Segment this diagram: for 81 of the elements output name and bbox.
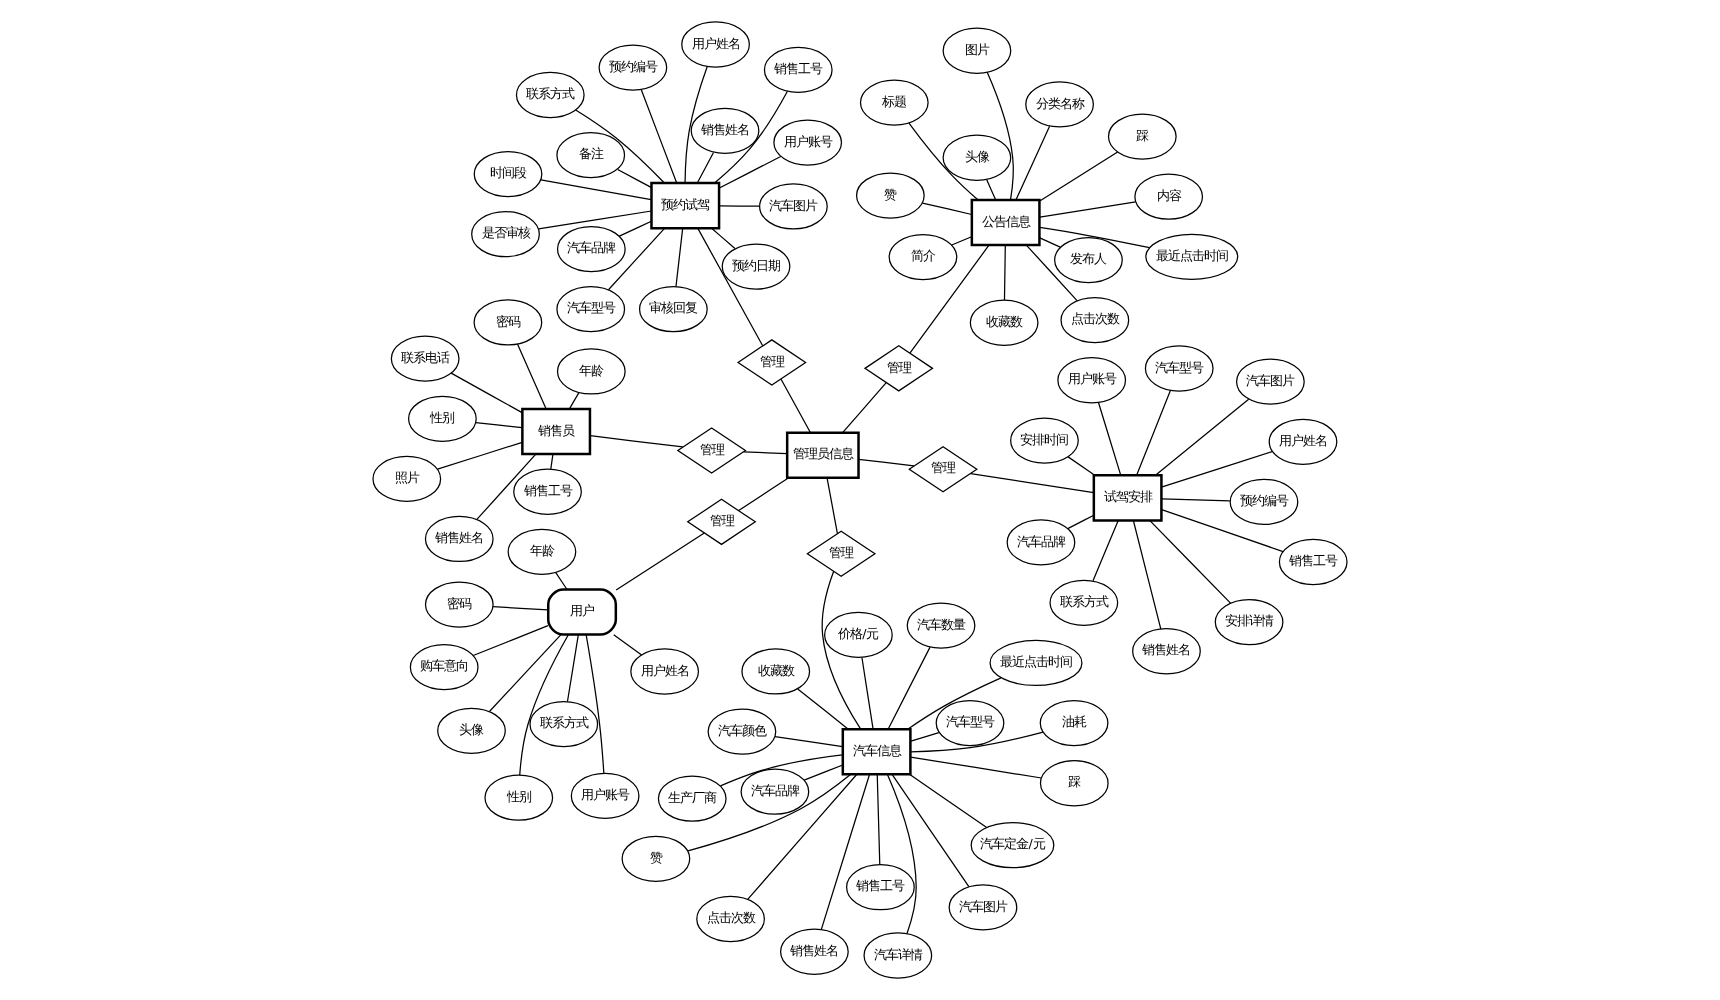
connector: [970, 472, 1095, 494]
connector: [1160, 451, 1273, 488]
connector: [516, 343, 547, 410]
connector: [697, 227, 764, 347]
connector: [826, 477, 839, 535]
connector: [986, 178, 997, 201]
connector: [1039, 237, 1061, 248]
connector: [519, 634, 569, 776]
connector: [568, 392, 580, 410]
connector: [687, 773, 852, 852]
connector: [876, 774, 881, 866]
connector: [891, 773, 970, 888]
connector: [1015, 125, 1051, 201]
connector: [910, 732, 940, 742]
connector: [907, 677, 1002, 730]
connector: [747, 773, 858, 901]
connector: [797, 688, 849, 730]
connector: [718, 205, 761, 207]
connector: [1039, 151, 1119, 202]
connector: [537, 210, 653, 230]
connector: [886, 773, 917, 935]
connector: [1161, 509, 1284, 553]
connector: [1067, 514, 1094, 530]
connector: [951, 236, 973, 246]
connector: [1154, 398, 1250, 476]
connector: [613, 634, 643, 656]
connector: [476, 453, 537, 521]
connector: [711, 227, 736, 250]
connector: [566, 634, 579, 703]
connector: [472, 625, 549, 657]
connector: [921, 202, 973, 216]
connector: [1039, 226, 1151, 249]
connector: [719, 754, 843, 787]
connector: [450, 372, 523, 414]
connector: [774, 735, 844, 748]
connector: [909, 244, 990, 354]
connector: [1097, 401, 1122, 476]
connector: [908, 773, 988, 829]
connector: [475, 421, 523, 429]
connector: [857, 458, 915, 467]
connector: [1132, 519, 1162, 630]
connector: [1025, 244, 1078, 302]
connector: [540, 179, 652, 201]
connector: [696, 151, 715, 184]
connector: [738, 477, 789, 512]
connector: [555, 572, 568, 590]
connector: [436, 441, 523, 470]
connector: [684, 65, 708, 184]
connector: [618, 220, 652, 237]
connector: [492, 606, 549, 611]
connector: [908, 122, 979, 201]
connector: [488, 634, 562, 713]
connector: [909, 731, 1044, 753]
connector: [550, 453, 554, 470]
connector: [780, 378, 811, 434]
connector: [713, 90, 789, 184]
connector: [640, 88, 678, 184]
connector: [909, 756, 1043, 779]
connector: [1003, 244, 1006, 301]
connector: [861, 656, 874, 730]
connector: [575, 109, 666, 184]
connector: [842, 382, 887, 433]
connector: [820, 773, 871, 931]
connector: [615, 532, 705, 591]
connector: [803, 764, 844, 781]
connector: [986, 71, 1014, 201]
connector: [1067, 456, 1096, 476]
connector: [1092, 520, 1119, 582]
connector: [1161, 498, 1231, 502]
connector: [821, 570, 862, 730]
connector: [607, 227, 665, 291]
connector: [743, 451, 788, 455]
connector: [887, 646, 931, 730]
connector: [617, 168, 652, 189]
connector: [585, 634, 605, 774]
connector: [1136, 389, 1172, 476]
connector: [1149, 520, 1232, 604]
connector: [675, 228, 684, 288]
connector: [718, 155, 782, 189]
connector: [589, 435, 684, 448]
connector: [1039, 201, 1137, 218]
